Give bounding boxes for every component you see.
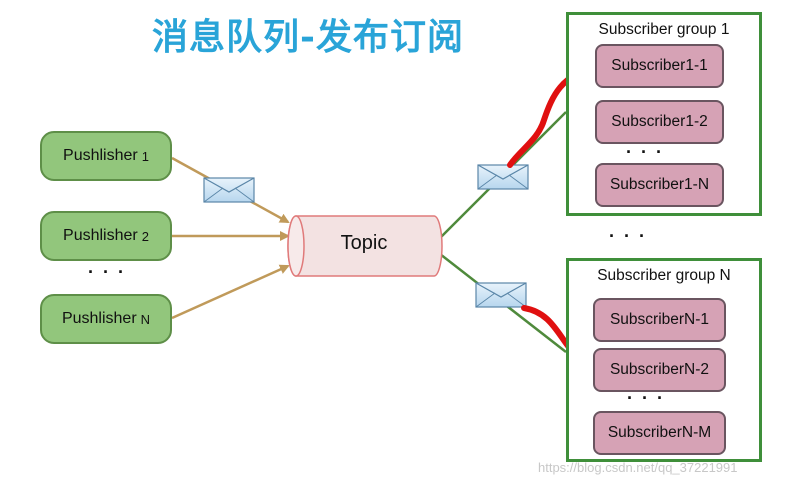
subscriber-node: SubscriberN-2 xyxy=(593,348,726,392)
group-ellipsis: · · · xyxy=(609,226,647,246)
publisher-index: N xyxy=(140,311,151,327)
envelope-icon xyxy=(475,282,527,308)
publisher-1-node: Pushlisher 1 xyxy=(40,131,172,181)
envelope-icon xyxy=(477,164,529,190)
subscriber-node: SubscriberN-1 xyxy=(593,298,726,342)
publisher-2-node: Pushlisher 2 xyxy=(40,211,172,261)
publisher-index: 1 xyxy=(141,148,149,164)
subscriber-ellipsis: · · · xyxy=(626,142,664,162)
publisher-label: Pushlisher xyxy=(63,147,138,164)
publisher-n-node: Pushlisher N xyxy=(40,294,172,344)
subscriber-node: SubscriberN-M xyxy=(593,411,726,455)
watermark-text: https://blog.csdn.net/qq_37221991 xyxy=(538,460,738,475)
envelope-icon xyxy=(203,177,255,203)
group-title: Subscriber group 1 xyxy=(598,21,730,38)
subscriber-ellipsis: · · · xyxy=(627,388,665,408)
publisher-label: Pushlisher xyxy=(63,227,138,244)
publisher-label: Pushlisher xyxy=(61,310,137,327)
publisher-ellipsis: · · · xyxy=(88,262,126,282)
page-title: 消息队列-发布订阅 xyxy=(152,16,464,58)
publisher-index: 2 xyxy=(141,228,149,244)
group-title: Subscriber group N xyxy=(597,267,731,284)
topic-label: Topic xyxy=(340,232,388,254)
subscriber-node: Subscriber1-1 xyxy=(595,44,724,88)
subscriber-node: Subscriber1-N xyxy=(595,163,724,207)
subscriber-node: Subscriber1-2 xyxy=(595,100,724,144)
topic-cylinder xyxy=(287,215,443,277)
publisher-n-arrow xyxy=(171,264,290,320)
